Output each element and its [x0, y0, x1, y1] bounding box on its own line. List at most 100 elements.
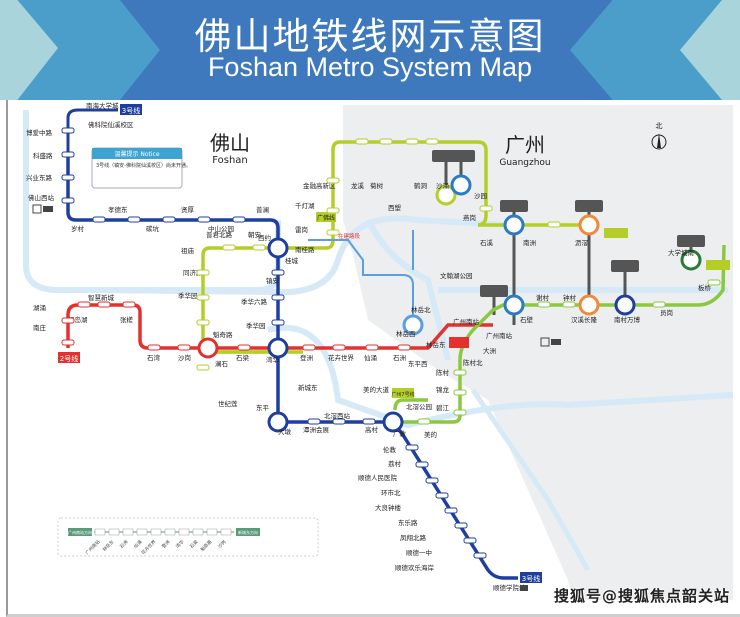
river-pearl — [365, 218, 451, 361]
guangzhou-area — [343, 105, 733, 600]
svg-text:北滘公园: 北滘公园 — [406, 402, 432, 411]
legend-station-label: 石梁 — [188, 538, 200, 550]
svg-text:大学城南: 大学城南 — [668, 248, 695, 257]
svg-text:博爱中路: 博爱中路 — [26, 128, 53, 137]
south-branch-line — [308, 239, 414, 325]
under-construction-label: 在建路段 — [338, 232, 361, 240]
legend-station-node — [94, 528, 106, 536]
legend-station-node — [150, 528, 162, 536]
svg-text:贤厚: 贤厚 — [181, 205, 195, 214]
legend-station-node — [122, 528, 134, 536]
svg-text:季华园: 季华园 — [178, 291, 198, 300]
station-nodes-line2 — [61, 301, 411, 351]
legend-station-node — [206, 528, 218, 536]
svg-text:大良钟楼: 大良钟楼 — [375, 503, 402, 512]
svg-text:石溪: 石溪 — [480, 238, 494, 247]
railway-station-icon — [32, 204, 561, 591]
legend-strip: 广州南站方向 新城东方向 广州南站林岳东石洲仙涌花卉世界登洲湾华石梁魁奇路沙岗 — [57, 517, 319, 557]
svg-text:锦龙: 锦龙 — [436, 385, 450, 394]
svg-text:千灯湖: 千灯湖 — [295, 201, 315, 210]
badge-gz-line14 — [677, 235, 705, 247]
svg-text:林岳西: 林岳西 — [396, 329, 416, 338]
svg-text:魁奇路: 魁奇路 — [213, 330, 233, 339]
header-banner: 佛山地铁线网示意图 Foshan Metro System Map — [0, 0, 740, 100]
legend-station-node — [178, 528, 190, 536]
watermark: 搜狐号@搜狐焦点韶关站 — [553, 587, 730, 605]
svg-text:南庄: 南庄 — [33, 323, 47, 332]
badge-line2-east — [449, 337, 469, 348]
svg-text:板桥: 板桥 — [698, 283, 712, 292]
svg-text:普君北路: 普君北路 — [206, 230, 233, 239]
svg-text:澜石: 澜石 — [215, 359, 229, 368]
badge-gz-line7-text: 广州7号线 — [391, 391, 414, 398]
line2 — [66, 303, 493, 350]
svg-text:陈村: 陈村 — [436, 368, 450, 377]
svg-text:南洲: 南洲 — [523, 238, 536, 247]
notice-box: 温馨提示 Notice 3号线（镇安-佛科院仙溪校区）尚未开通。 — [91, 147, 191, 189]
svg-text:绿岛湖: 绿岛湖 — [68, 315, 88, 324]
svg-text:沙园: 沙园 — [474, 192, 487, 200]
svg-text:北滘西站: 北滘西站 — [324, 411, 351, 420]
legend-badge-left — [68, 528, 92, 536]
svg-text:顺德一中: 顺德一中 — [406, 548, 432, 557]
svg-text:龙溪: 龙溪 — [351, 181, 365, 190]
legend-station-node — [136, 528, 148, 536]
river-north — [97, 215, 509, 296]
svg-text:中山公园: 中山公园 — [208, 224, 234, 233]
svg-text:石壁: 石壁 — [520, 315, 534, 324]
svg-text:凤翔北路: 凤翔北路 — [400, 533, 427, 542]
badge-gz-line13 — [480, 285, 508, 297]
svg-text:员岗: 员岗 — [660, 309, 673, 317]
legend-station-label: 石洲 — [119, 539, 130, 550]
svg-text:广州南站方向: 广州南站方向 — [68, 529, 92, 535]
svg-text:沥滘: 沥滘 — [575, 238, 589, 247]
svg-text:沙涌: 沙涌 — [436, 181, 449, 190]
svg-text:仙涌: 仙涌 — [364, 353, 377, 362]
svg-text:高村: 高村 — [365, 425, 379, 434]
city-label-foshan-en: Foshan — [212, 155, 248, 166]
svg-text:新城东: 新城东 — [298, 383, 318, 392]
svg-text:陈村北: 陈村北 — [463, 358, 483, 367]
svg-text:金融高新区: 金融高新区 — [303, 181, 336, 190]
svg-text:桂城: 桂城 — [285, 256, 299, 265]
svg-text:普澜: 普澜 — [256, 205, 269, 214]
svg-text:佛山西站: 佛山西站 — [28, 193, 55, 202]
svg-text:花卉世界: 花卉世界 — [328, 353, 355, 362]
svg-text:大洲: 大洲 — [483, 346, 496, 355]
svg-text:沙岗: 沙岗 — [178, 354, 191, 362]
svg-text:美的大道: 美的大道 — [363, 385, 390, 394]
svg-text:文翰湖公园: 文翰湖公园 — [440, 271, 473, 280]
svg-text:祖庙: 祖庙 — [181, 246, 195, 255]
map-canvas: 3号线 2号线 3号线 广佛线 广州7号线 温馨提示 Notice 3号线（镇安… — [23, 101, 734, 600]
badge-guangfo-text: 广佛线 — [317, 214, 335, 222]
line3-north-branch — [66, 108, 118, 157]
badge-line3-top — [120, 104, 142, 115]
legend-station-label: 湾华 — [174, 538, 186, 550]
svg-text:雷岗: 雷岗 — [295, 226, 308, 234]
svg-text:湾华: 湾华 — [266, 355, 280, 364]
station-labels: 南海大学城 佛科院仙溪校区 博爱中路 科盛路 兴业东路 佛山西站 岁村 孝德东 … — [26, 101, 712, 592]
svg-text:东乐路: 东乐路 — [398, 518, 418, 527]
svg-text:林岳东: 林岳东 — [426, 340, 446, 349]
svg-text:东平: 东平 — [256, 403, 270, 412]
svg-text:佛科院仙溪校区: 佛科院仙溪校区 — [88, 120, 134, 129]
city-label-foshan: 佛山 — [210, 131, 250, 155]
svg-text:新城东方向: 新城东方向 — [238, 529, 258, 535]
badge-gz-line3 — [500, 200, 528, 212]
river-shunde — [470, 388, 591, 572]
svg-text:南海大学城: 南海大学城 — [86, 101, 119, 110]
badge-gz-line2 — [611, 260, 639, 272]
svg-text:孝德东: 孝德东 — [108, 205, 128, 214]
badge-gz-line7-east — [706, 260, 730, 270]
badge-line2 — [58, 352, 80, 363]
metro-map: 3号线 2号线 3号线 广佛线 广州7号线 温馨提示 Notice 3号线（镇安… — [6, 100, 740, 617]
svg-text:谢村: 谢村 — [536, 293, 550, 302]
svg-text:西约: 西约 — [258, 233, 271, 242]
legend-station-label: 登洲 — [160, 538, 172, 550]
svg-text:顺德学院站: 顺德学院站 — [493, 583, 526, 592]
svg-text:镇安: 镇安 — [266, 276, 280, 285]
svg-text:汉溪长隆: 汉溪长隆 — [571, 315, 598, 324]
svg-text:西塱: 西塱 — [388, 203, 402, 212]
badge-line3-bottom-text: 3号线 — [522, 574, 540, 583]
badge-gz-line22 — [575, 200, 603, 212]
